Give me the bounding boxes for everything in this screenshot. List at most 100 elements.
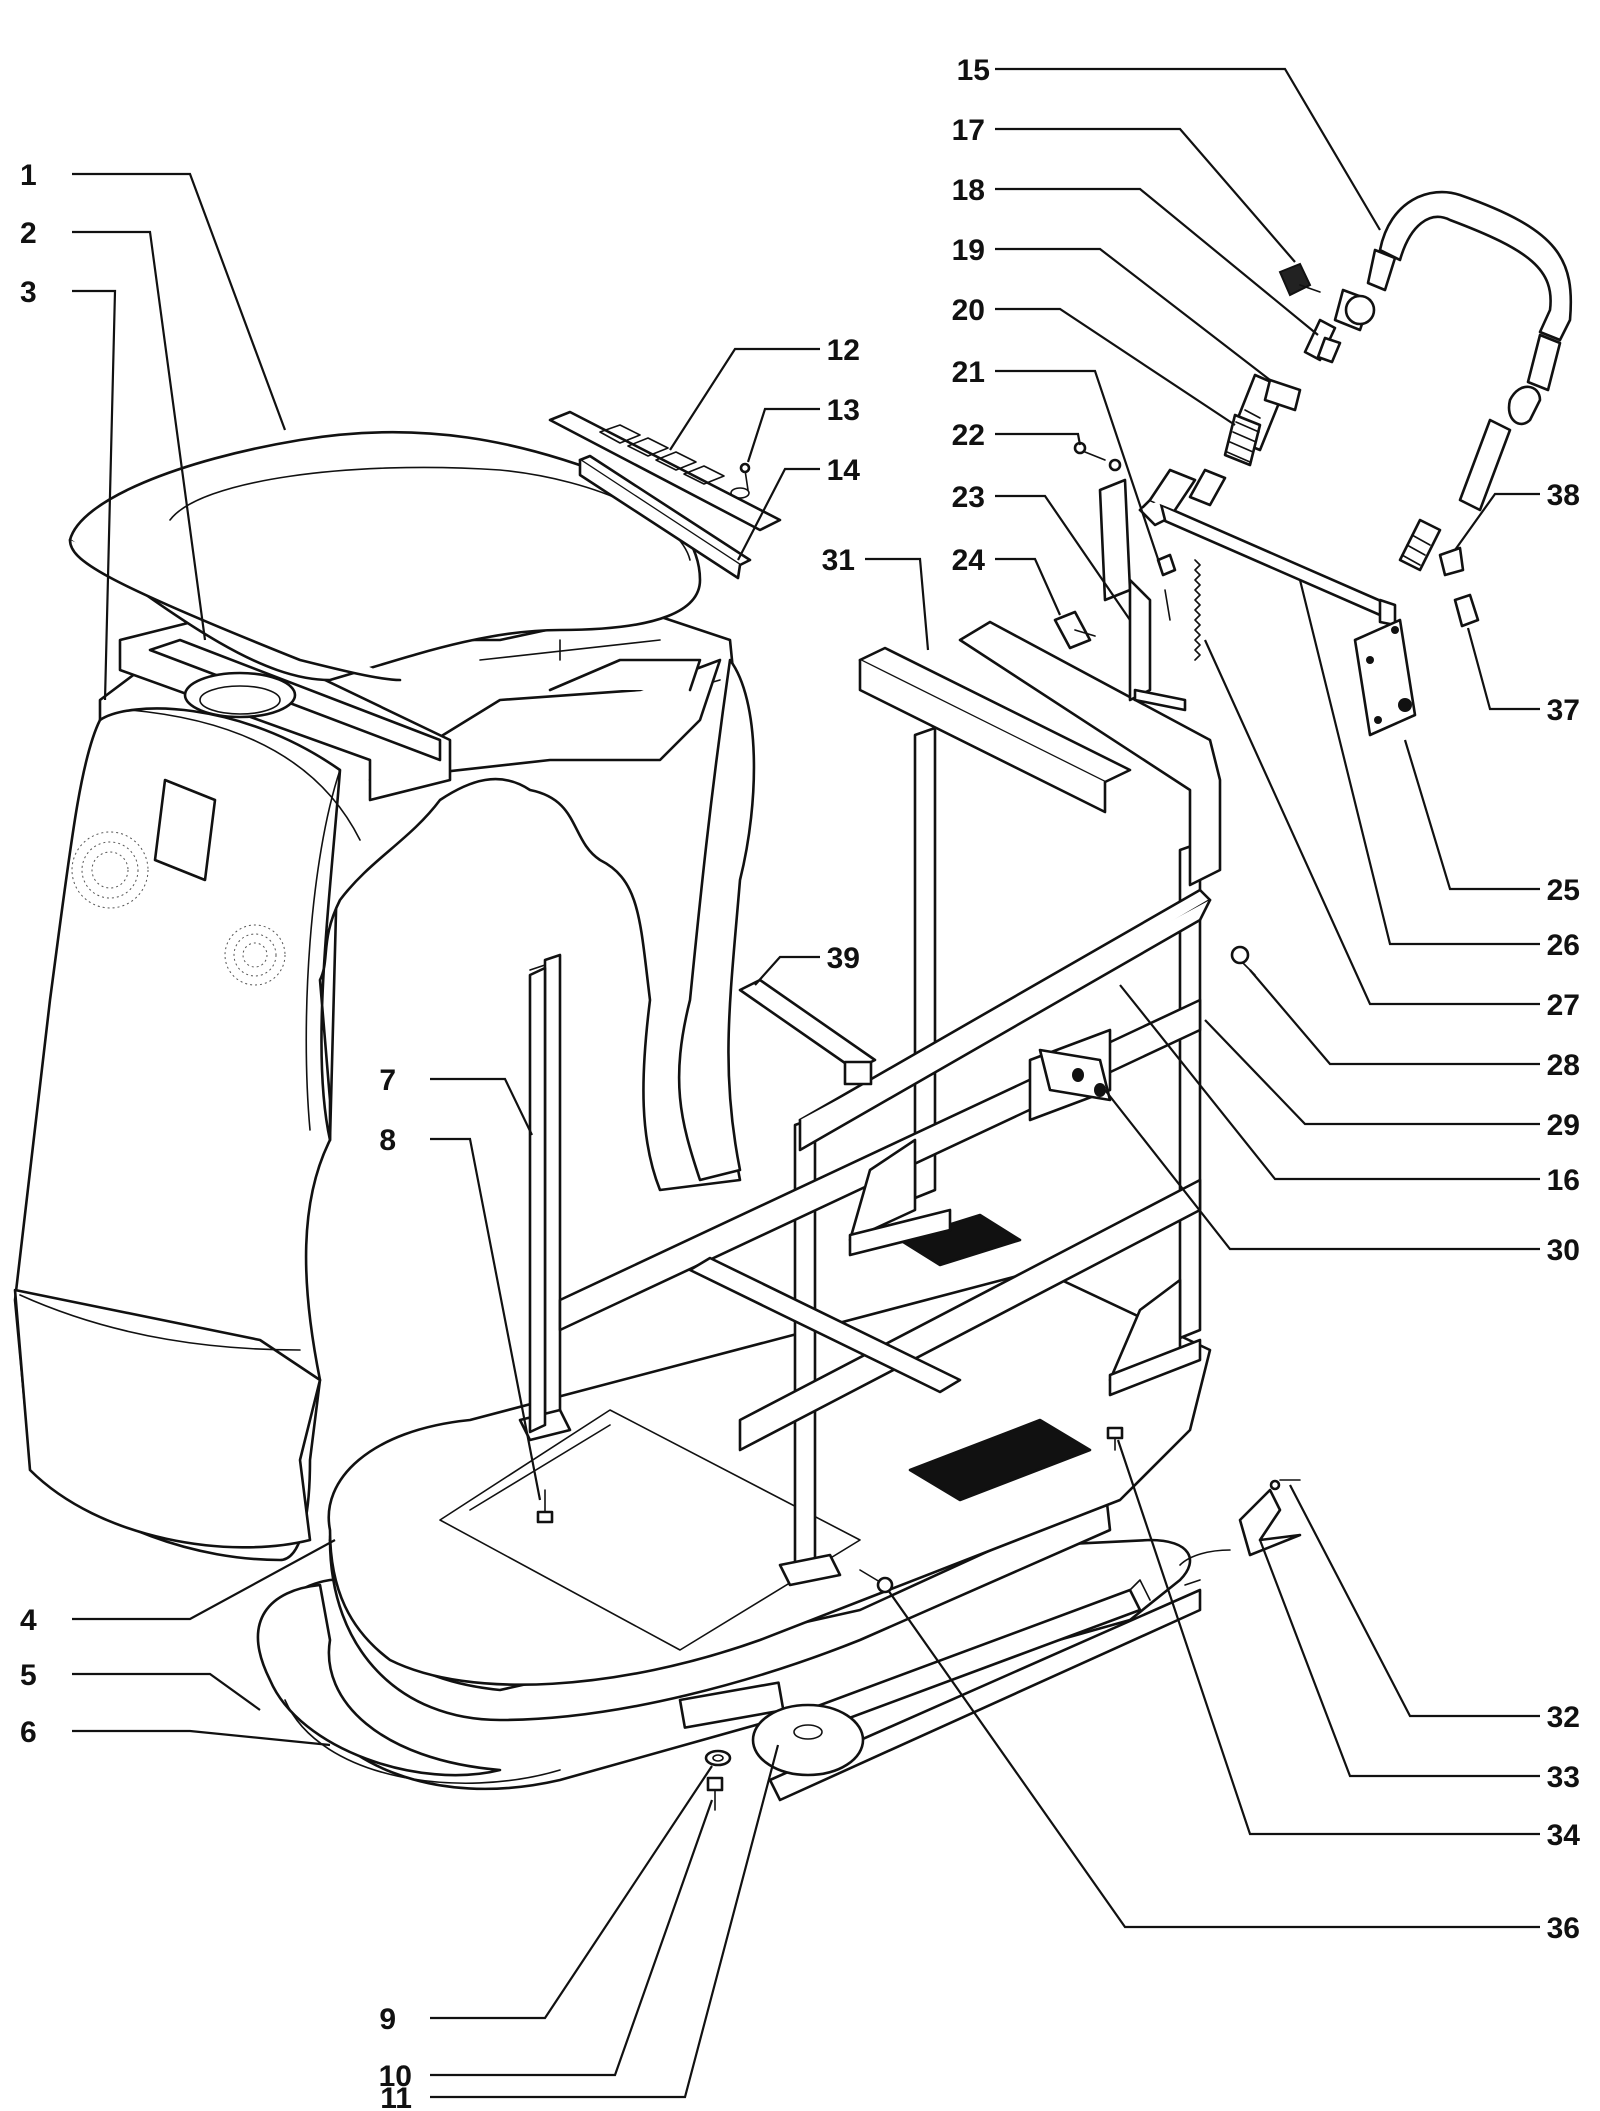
callout-number-21: 21: [952, 356, 985, 389]
leader-line-22: [995, 432, 1082, 446]
upper-shell-cutaway: [98, 608, 756, 1192]
leader-line-13: [746, 407, 820, 463]
callout-30: 30: [1104, 1089, 1580, 1267]
leader-line-25: [1403, 739, 1540, 891]
callout-number-22: 22: [952, 419, 985, 452]
callout-7: 7: [379, 1064, 533, 1136]
callout-number-38: 38: [1547, 479, 1580, 512]
machine-artwork: [13, 190, 1573, 1811]
callout-19: 19: [952, 234, 1271, 381]
leader-line-1: [72, 172, 287, 431]
callout-number-33: 33: [1547, 1761, 1580, 1794]
callout-number-34: 34: [1547, 1819, 1581, 1852]
callout-layer: 1234567891011121314151617181920212223242…: [20, 54, 1580, 2111]
callout-number-27: 27: [1547, 989, 1580, 1022]
callout-number-9: 9: [379, 2003, 396, 2036]
callout-8: 8: [379, 1124, 542, 1501]
leader-line-5: [72, 1672, 261, 1711]
callout-number-32: 32: [1547, 1701, 1580, 1734]
callout-20: 20: [952, 294, 1236, 426]
leader-line-20: [995, 307, 1236, 426]
leader-line-10: [430, 1799, 714, 2077]
callout-9: 9: [379, 1765, 713, 2036]
callout-11: 11: [380, 1744, 780, 2111]
callout-1: 1: [20, 159, 287, 431]
callout-29: 29: [1204, 1019, 1580, 1142]
callout-23: 23: [952, 481, 1131, 621]
callout-28: 28: [1249, 969, 1580, 1082]
base-deck: [256, 1213, 1212, 1802]
callout-number-29: 29: [1547, 1109, 1580, 1142]
callout-number-3: 3: [20, 276, 37, 309]
leader-line-32: [1289, 1484, 1540, 1718]
callout-number-4: 4: [20, 1604, 37, 1637]
leader-line-23: [995, 494, 1131, 621]
top-cover: [68, 430, 702, 682]
callout-5: 5: [20, 1659, 261, 1711]
callout-39: 39: [754, 942, 860, 986]
leader-line-28: [1249, 969, 1540, 1066]
callout-18: 18: [952, 174, 1319, 336]
callout-4: 4: [20, 1539, 336, 1637]
callout-6: 6: [20, 1716, 331, 1749]
callout-number-16: 16: [1547, 1164, 1580, 1197]
frame-assembly: [518, 620, 1222, 1587]
leader-line-34: [1116, 1439, 1540, 1836]
handle-assembly: [1138, 190, 1573, 627]
callout-32: 32: [1289, 1484, 1580, 1734]
leader-line-27: [1203, 639, 1540, 1006]
leader-line-4: [72, 1539, 336, 1621]
callout-number-19: 19: [952, 234, 985, 267]
callout-number-11: 11: [380, 2082, 412, 2111]
callout-number-30: 30: [1547, 1234, 1580, 1267]
leader-line-26: [1298, 579, 1540, 946]
callout-number-8: 8: [379, 1124, 396, 1157]
callout-number-39: 39: [827, 942, 860, 975]
callout-2: 2: [20, 217, 207, 641]
leader-line-33: [1258, 1539, 1540, 1778]
speaker-grill-left: [71, 831, 149, 909]
leader-line-17: [995, 127, 1296, 263]
callout-22: 22: [952, 419, 1082, 452]
callout-number-28: 28: [1547, 1049, 1580, 1082]
tray-insert: [118, 618, 452, 802]
rear-body-shell: [13, 702, 342, 1562]
callout-number-26: 26: [1547, 929, 1580, 962]
leader-line-7: [430, 1077, 533, 1136]
callout-38: 38: [1454, 479, 1580, 551]
callout-24: 24: [952, 544, 1062, 616]
callout-number-13: 13: [827, 394, 860, 427]
callout-15: 15: [957, 54, 1381, 231]
callout-37: 37: [1466, 627, 1580, 727]
callout-number-18: 18: [952, 174, 985, 207]
callout-33: 33: [1258, 1539, 1580, 1794]
small-screw-13: [739, 462, 751, 491]
callout-number-37: 37: [1547, 694, 1580, 727]
callout-12: 12: [669, 334, 860, 451]
callout-3: 3: [20, 276, 117, 701]
callout-number-2: 2: [20, 217, 37, 250]
leader-line-8: [430, 1137, 542, 1501]
leader-line-21: [995, 369, 1162, 566]
callout-34: 34: [1116, 1439, 1581, 1852]
leader-line-9: [430, 1765, 713, 2020]
leader-line-3: [72, 289, 117, 701]
callout-31: 31: [822, 544, 930, 651]
leader-line-31: [865, 557, 930, 651]
callout-14: 14: [737, 454, 861, 561]
callout-number-14: 14: [827, 454, 861, 487]
fasteners: [536, 441, 1302, 1811]
leader-line-36: [887, 1589, 1540, 1929]
leader-line-11: [430, 1744, 780, 2099]
slotted-plate: [548, 410, 782, 580]
leader-line-14: [737, 467, 820, 561]
leader-line-15: [995, 67, 1381, 231]
callout-10: 10: [379, 1799, 714, 2093]
callout-27: 27: [1203, 639, 1580, 1022]
callout-36: 36: [887, 1589, 1580, 1945]
callout-number-5: 5: [20, 1659, 37, 1692]
callout-number-12: 12: [827, 334, 860, 367]
callout-number-23: 23: [952, 481, 985, 514]
